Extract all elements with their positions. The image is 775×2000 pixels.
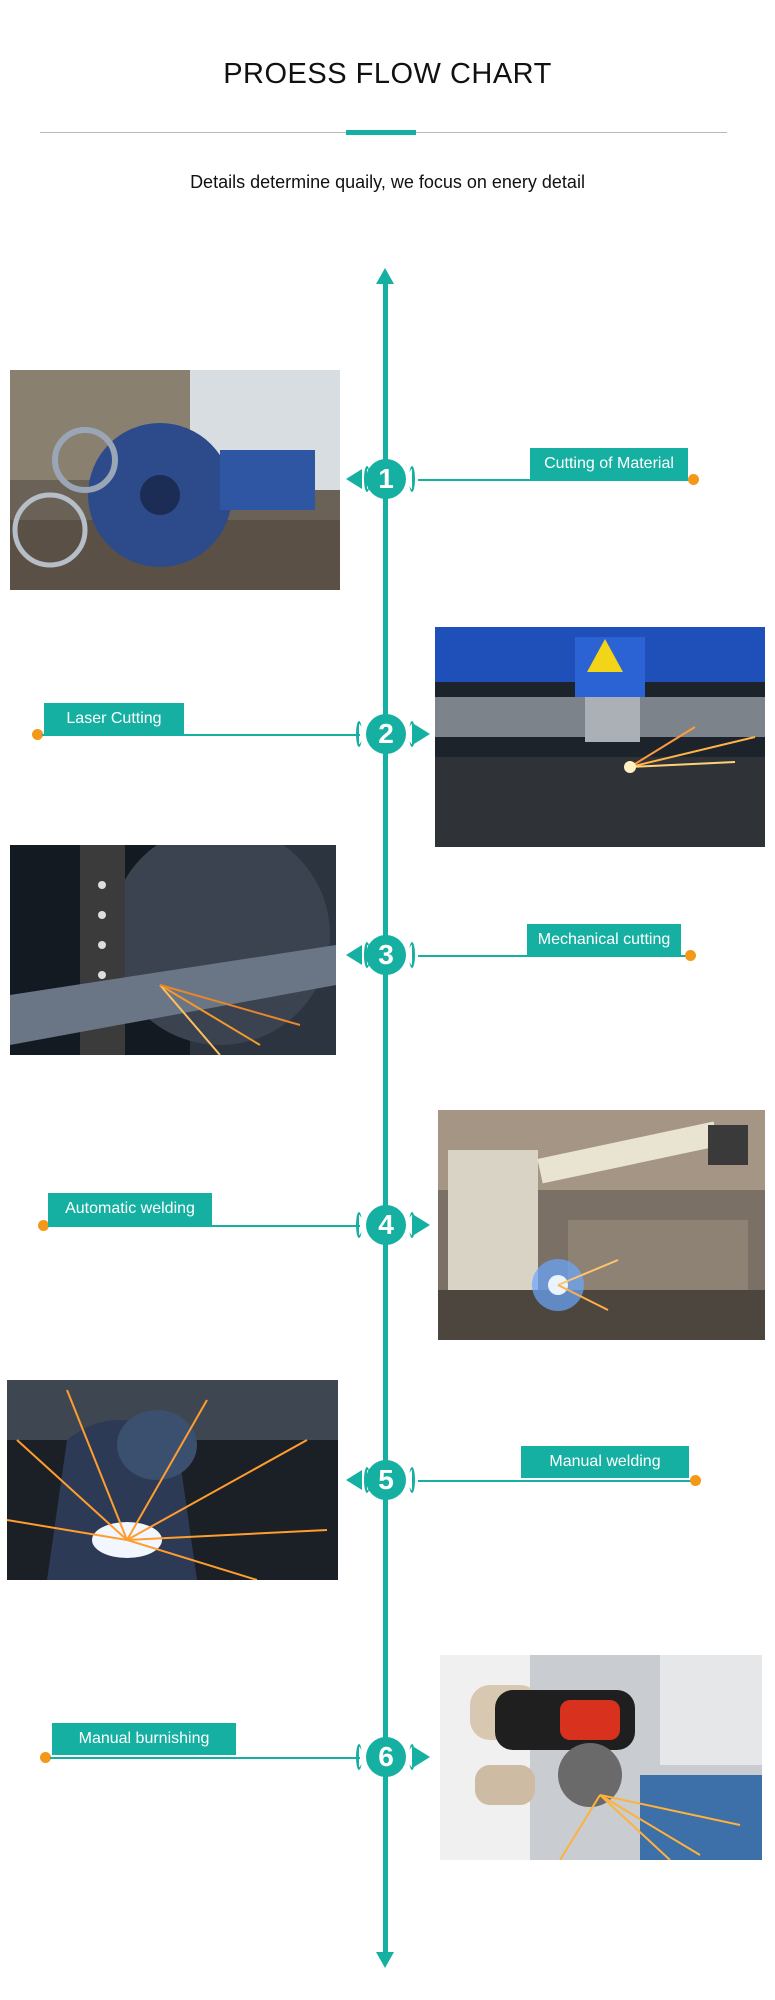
step-4-label: Automatic welding bbox=[48, 1193, 212, 1225]
step-4-photo bbox=[438, 1110, 765, 1340]
step-2-photo bbox=[435, 627, 765, 847]
step-3-photo bbox=[10, 845, 336, 1055]
title-divider-accent bbox=[346, 130, 416, 135]
step-5-number: 5 bbox=[366, 1460, 406, 1500]
page-title: PROESS FLOW CHART bbox=[223, 58, 552, 90]
step-6-number: 6 bbox=[366, 1737, 406, 1777]
step-6-connector bbox=[50, 1757, 360, 1759]
step-6-dot bbox=[40, 1752, 51, 1763]
step-6-label: Manual burnishing bbox=[52, 1723, 236, 1755]
axis-arrow-up-icon bbox=[376, 268, 394, 284]
step-2-number: 2 bbox=[366, 714, 406, 754]
step-6-bracket-right bbox=[409, 1744, 415, 1770]
step-1-photo bbox=[10, 370, 340, 590]
step-5-pointer-icon bbox=[346, 1470, 362, 1490]
step-1-label: Cutting of Material bbox=[530, 448, 688, 480]
step-6-pointer-icon bbox=[414, 1747, 430, 1767]
step-2-bracket-left bbox=[356, 721, 362, 747]
step-4-pointer-icon bbox=[414, 1215, 430, 1235]
step-3-connector bbox=[418, 955, 687, 957]
step-2-bracket-right bbox=[409, 721, 415, 747]
step-1-bracket-left bbox=[364, 466, 370, 492]
step-4-dot bbox=[38, 1220, 49, 1231]
step-3-bracket-left bbox=[364, 942, 370, 968]
step-2-dot bbox=[32, 729, 43, 740]
step-3-bracket-right bbox=[409, 942, 415, 968]
step-1-number: 1 bbox=[366, 459, 406, 499]
step-5-photo bbox=[7, 1380, 338, 1580]
step-3-number: 3 bbox=[366, 935, 406, 975]
step-4-bracket-right bbox=[409, 1212, 415, 1238]
step-2-connector bbox=[42, 734, 360, 736]
step-3-label: Mechanical cutting bbox=[527, 924, 681, 956]
step-3-pointer-icon bbox=[346, 945, 362, 965]
step-1-dot bbox=[688, 474, 699, 485]
step-3-dot bbox=[685, 950, 696, 961]
step-6-photo bbox=[440, 1655, 762, 1860]
step-1-connector bbox=[418, 479, 689, 481]
axis-arrow-down-icon bbox=[376, 1952, 394, 1968]
step-5-dot bbox=[690, 1475, 701, 1486]
step-2-pointer-icon bbox=[414, 724, 430, 744]
step-4-bracket-left bbox=[356, 1212, 362, 1238]
step-6-bracket-left bbox=[356, 1744, 362, 1770]
step-2-label: Laser Cutting bbox=[44, 703, 184, 735]
step-5-bracket-left bbox=[364, 1467, 370, 1493]
step-5-connector bbox=[418, 1480, 693, 1482]
timeline-axis bbox=[383, 280, 388, 1960]
step-1-bracket-right bbox=[409, 466, 415, 492]
step-4-number: 4 bbox=[366, 1205, 406, 1245]
step-1-pointer-icon bbox=[346, 469, 362, 489]
step-5-label: Manual welding bbox=[521, 1446, 689, 1478]
step-5-bracket-right bbox=[409, 1467, 415, 1493]
step-4-connector bbox=[48, 1225, 360, 1227]
page-subtitle: Details determine quaily, we focus on en… bbox=[190, 172, 585, 192]
